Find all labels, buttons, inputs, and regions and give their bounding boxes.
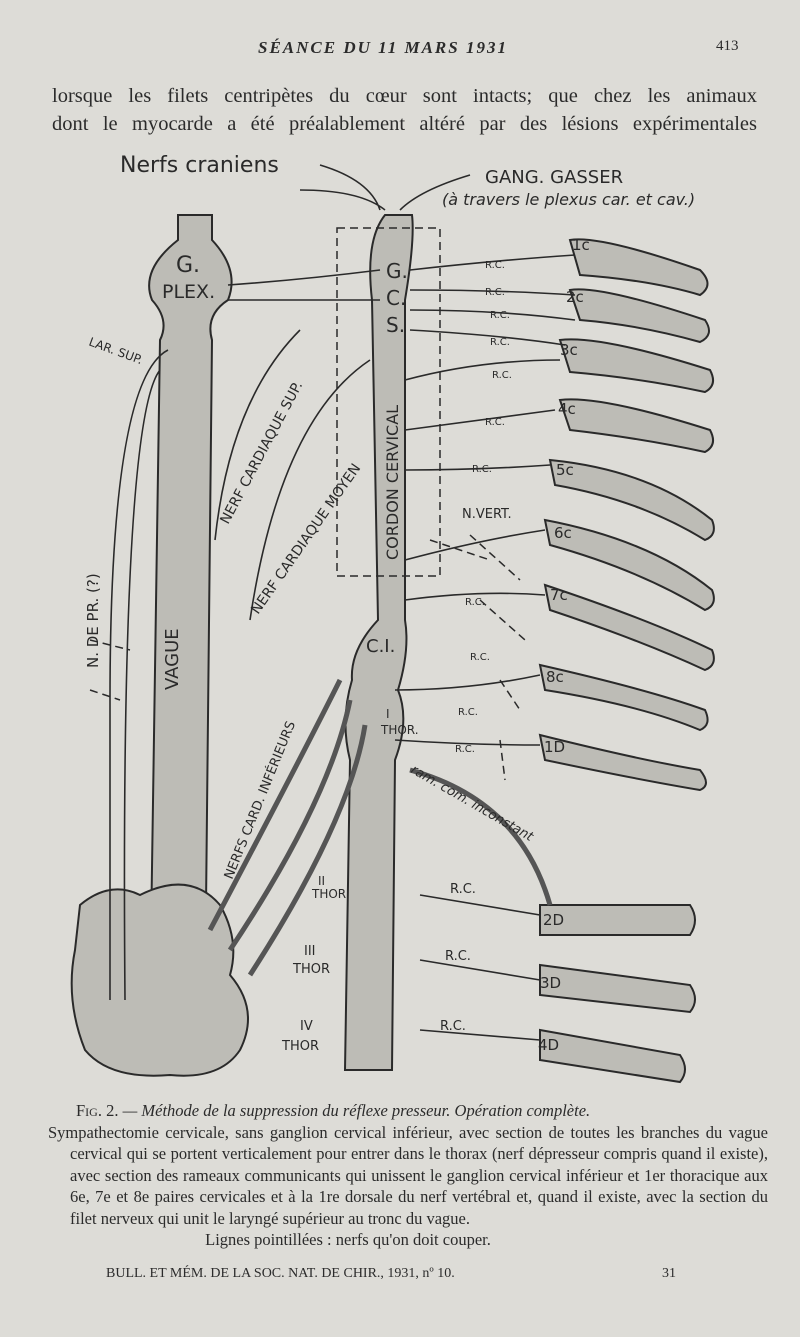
figure-title: — Méthode de la suppression du réflexe p… [122, 1101, 591, 1120]
page-number: 413 [716, 38, 739, 54]
label-ii-thor-1: II [318, 874, 325, 888]
label-gang-gasser: GANG. GASSER [485, 167, 623, 188]
label-rc: R.C. [485, 287, 505, 298]
root-6c [543, 518, 715, 612]
dashed-section-box [336, 227, 441, 577]
label-g: G. [176, 253, 200, 278]
root-label: 3D [540, 974, 561, 992]
label-rc: R.C. [445, 949, 471, 964]
root-3d [539, 963, 696, 1014]
root-label: 4D [538, 1036, 559, 1054]
root-label: 1c [572, 236, 590, 254]
label-ram-com: ram. com. inconstant [408, 762, 536, 845]
root-label: 5c [556, 461, 574, 479]
root-label: 8c [546, 668, 564, 686]
running-title: SÉANCE DU 11 MARS 1931 [258, 38, 508, 57]
label-iv-thor-1: IV [300, 1019, 313, 1034]
page-footer: BULL. ET MÉM. DE LA SOC. NAT. DE CHIR., … [106, 1266, 706, 1282]
label-lar-sup: LAR. SUP. [87, 335, 145, 367]
nerve-lines [109, 164, 576, 1041]
label-n-vert: N.VERT. [462, 507, 512, 522]
label-rc: R.C. [485, 417, 505, 428]
root-label: 2c [566, 288, 584, 306]
cut-lines [89, 534, 526, 781]
label-rc: R.C. [470, 652, 490, 663]
label-rc: R.C. [490, 310, 510, 321]
root-7c [543, 583, 715, 672]
label-rc: R.C. [465, 597, 485, 608]
label-rc: R.C. [455, 744, 475, 755]
root-2c [568, 288, 710, 344]
label-rc: R.C. [440, 1019, 466, 1034]
label-iv-thor-2: THOR [281, 1039, 319, 1054]
root-4d [539, 1028, 686, 1084]
label-ci: C.I. [366, 636, 395, 657]
caption-title-line: Fig. 2. — Méthode de la suppression du r… [76, 1100, 768, 1122]
body-line: dont le myocarde a été préalablement alt… [52, 113, 757, 135]
root-4c [558, 398, 715, 454]
signature-mark: 31 [662, 1266, 676, 1281]
vagus-trunk [148, 214, 233, 1001]
figure-nerve-diagram: Nerfs craniens GANG. GASSER (à travers l… [70, 153, 715, 1084]
root-label: 3c [560, 341, 578, 359]
caption-text: Sympathectomie cervicale, sans ganglion … [48, 1122, 768, 1228]
root-label: 6c [554, 524, 572, 542]
label-gasser-note: (à travers le plexus car. et cav.) [442, 190, 695, 209]
root-8c [538, 663, 709, 732]
label-i-thor-1: I [386, 707, 390, 721]
label-i-thor-2: THOR. [380, 723, 419, 737]
root-2d [539, 904, 696, 936]
label-plex: PLEX. [162, 281, 215, 303]
label-cordon-cervical: CORDON CERVICAL [383, 405, 402, 560]
label-rc: R.C. [472, 464, 492, 475]
root-label: 4c [558, 400, 576, 418]
root-label: 1D [544, 738, 565, 756]
label-iii-thor-2: THOR [292, 962, 330, 977]
root-5c [548, 458, 715, 542]
label-gcs-s: S. [386, 313, 405, 337]
figure-label: Fig. 2. [76, 1101, 119, 1120]
root-3c [558, 338, 715, 394]
root-1d [538, 733, 707, 792]
root-1c [568, 238, 709, 297]
label-ii-thor-2: THOR [311, 887, 346, 901]
journal-reference: BULL. ET MÉM. DE LA SOC. NAT. DE CHIR., … [106, 1266, 455, 1281]
cardiac-inferior-nerves [207, 678, 553, 977]
root-label: 2D [543, 911, 564, 929]
root-label: 7c [550, 586, 568, 604]
label-gcs-c: C. [386, 286, 406, 310]
label-rc: R.C. [492, 370, 512, 381]
caption-dotted-note: Lignes pointillées : nerfs qu'on doit co… [205, 1230, 491, 1249]
label-nerfs-craniens: Nerfs craniens [120, 153, 279, 178]
label-rc: R.C. [485, 260, 505, 271]
label-rc: R.C. [458, 707, 478, 718]
heart [70, 883, 249, 1077]
cervical-cord [343, 214, 414, 1071]
running-header: SÉANCE DU 11 MARS 1931 413 [0, 38, 800, 62]
label-n-de-pr: N. DE PR. (?) [84, 573, 102, 668]
label-gcs-g: G. [386, 259, 408, 283]
label-rc: R.C. [450, 882, 476, 897]
label-vague: VAGUE [162, 628, 183, 690]
label-rc: R.C. [490, 337, 510, 348]
body-text: lorsque les filets centripètes du cœur s… [52, 82, 757, 138]
body-line: lorsque les filets centripètes du cœur s… [52, 85, 757, 107]
label-nerf-card-sup: NERF CARDIAQUE SUP. [217, 379, 306, 527]
figure-caption: Fig. 2. — Méthode de la suppression du r… [48, 1100, 768, 1251]
label-iii-thor-1: III [304, 944, 316, 959]
